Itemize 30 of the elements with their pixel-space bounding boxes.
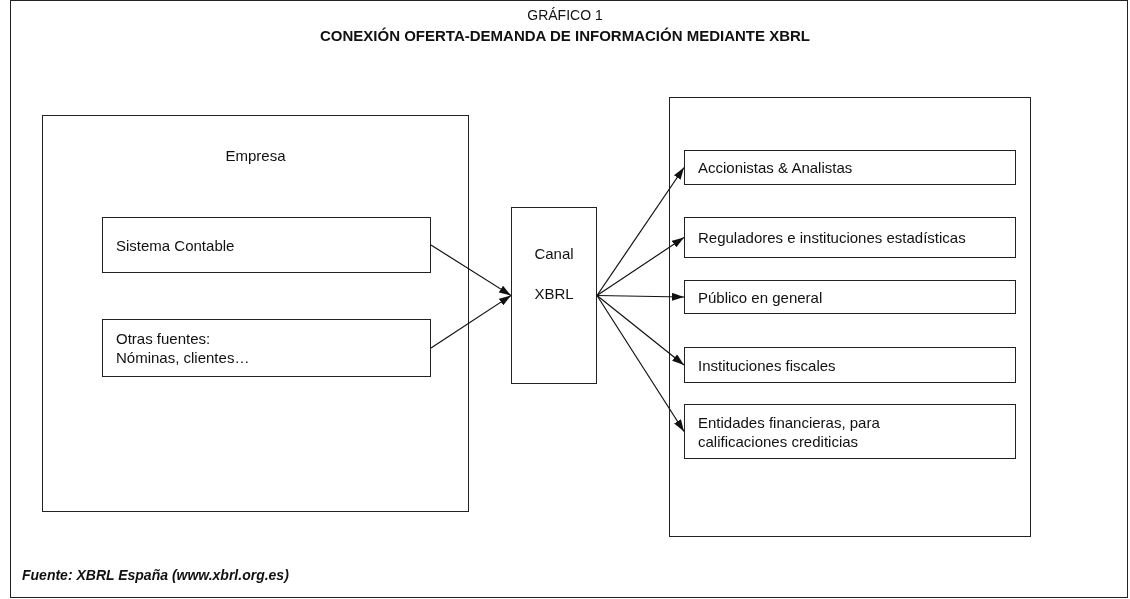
node-label: Público en general (698, 287, 824, 307)
node-label: Entidades financieras, para calificaciones crediticias (698, 412, 881, 451)
node-label: Canal (533, 244, 575, 263)
node-label: Instituciones fiscales (698, 355, 837, 375)
diagram-title: CONEXIÓN OFERTA-DEMANDA DE INFORMACIÓN MEDIANTE XBRL (319, 26, 811, 45)
arrow (596, 236, 685, 297)
node-label: XBRL (533, 284, 575, 303)
arrow (596, 292, 685, 301)
panel-heading: Empresa (224, 146, 287, 165)
recipients-panel (669, 97, 1031, 537)
process-box (102, 319, 431, 377)
company-panel (42, 115, 469, 512)
process-box (684, 347, 1016, 383)
arrow (596, 166, 685, 297)
arrow (596, 294, 685, 366)
node-label: Otras fuentes: Nóminas, clientes… (116, 329, 251, 367)
process-box (684, 280, 1016, 314)
node-label: Sistema Contable (116, 235, 236, 255)
channel-box (511, 207, 597, 384)
process-box (684, 150, 1016, 185)
figure-number: GRÁFICO 1 (526, 6, 604, 25)
arrow (430, 294, 512, 349)
process-box (102, 217, 431, 273)
arrow (430, 244, 512, 297)
process-box (684, 217, 1016, 258)
node-label: Reguladores e instituciones estadísticas (698, 228, 967, 247)
node-label: Accionistas & Analistas (698, 158, 854, 177)
source-note: Fuente: XBRL España (www.xbrl.org.es) (22, 566, 289, 585)
process-box (684, 404, 1016, 459)
arrow (596, 294, 685, 433)
